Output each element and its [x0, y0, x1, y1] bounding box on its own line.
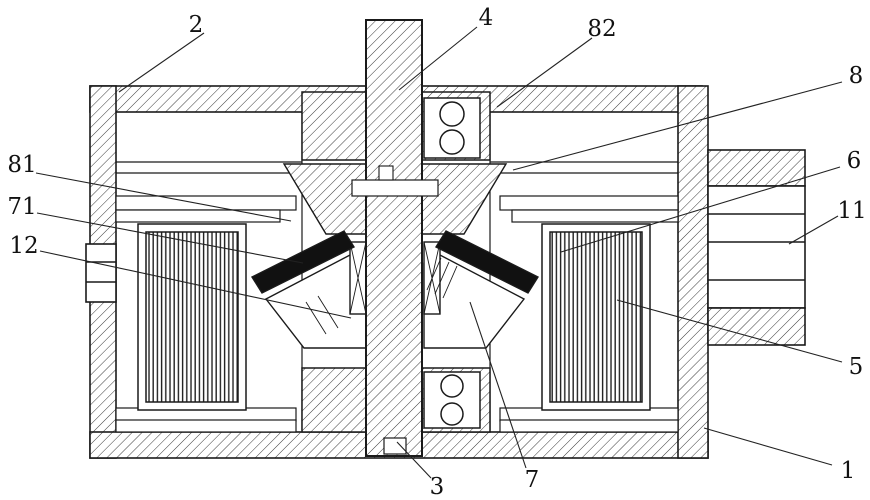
leader-lines — [35, 26, 843, 479]
ref-label-6: 6 — [847, 148, 862, 174]
shaft-bottom-step — [383, 437, 407, 455]
leader-line-71 — [36, 212, 304, 264]
top-bearing-ball-2 — [439, 129, 465, 155]
left-friction-wedge — [250, 230, 356, 294]
housing-right-wall — [677, 85, 709, 459]
ref-label-2: 2 — [189, 12, 204, 38]
left-top-plate — [115, 195, 297, 211]
leader-line-81 — [35, 172, 292, 222]
ref-label-1: 1 — [841, 458, 856, 484]
leader-line-3 — [396, 441, 432, 479]
disc-line — [434, 261, 450, 295]
ref-label-11: 11 — [837, 198, 866, 224]
right-coil-winding — [549, 231, 643, 403]
ref-label-81: 81 — [7, 152, 36, 178]
ref-label-8: 8 — [849, 63, 864, 89]
leader-line-5 — [616, 299, 843, 363]
leader-line-4 — [398, 26, 478, 91]
leader-line-2 — [118, 32, 205, 93]
ref-label-4: 4 — [479, 5, 494, 31]
bottom-bearing-ball-1 — [440, 374, 464, 398]
ref-label-5: 5 — [849, 354, 864, 380]
cone-hatch-tick — [305, 301, 327, 335]
leader-line-82 — [496, 37, 593, 108]
leader-line-12 — [39, 250, 352, 319]
cone-hatch-tick — [317, 295, 339, 329]
disc-line — [426, 257, 442, 291]
leader-line-1 — [703, 427, 833, 466]
hub-cross-line — [349, 241, 367, 315]
left-top-plate-2 — [115, 209, 281, 223]
leader-line-11 — [788, 215, 839, 245]
right-top-plate — [499, 195, 679, 211]
leader-line-8 — [512, 81, 843, 171]
ref-label-71: 71 — [7, 194, 36, 220]
shaft-group — [351, 19, 439, 457]
ref-label-12: 12 — [9, 233, 38, 259]
shaft-collar — [351, 179, 439, 197]
ref-label-7: 7 — [525, 467, 540, 493]
central-shaft — [365, 19, 423, 457]
left-coil-winding — [145, 231, 239, 403]
ref-labels: 2 4 82 8 81 71 12 6 11 5 1 3 7 — [7, 5, 866, 500]
right-extension-top — [707, 149, 806, 187]
left-wall-block — [85, 243, 117, 303]
right-top-plate-2 — [511, 209, 679, 223]
right-bottom-plate-2 — [499, 419, 679, 433]
top-bearing-ball-1 — [439, 101, 465, 127]
leader-line-6 — [560, 166, 841, 253]
right-friction-wedge — [434, 230, 540, 294]
rotor-assembly — [250, 163, 540, 349]
ref-label-82: 82 — [587, 16, 616, 42]
ref-label-3: 3 — [430, 474, 445, 500]
right-extension-bottom — [707, 307, 806, 346]
left-bottom-plate-2 — [115, 419, 297, 433]
detail-marker — [378, 165, 394, 181]
leader-line-7 — [469, 301, 527, 469]
bottom-bearing-ball-2 — [440, 402, 464, 426]
disc-line — [442, 265, 458, 299]
right-extension-middle — [707, 185, 806, 309]
windings — [137, 223, 651, 411]
